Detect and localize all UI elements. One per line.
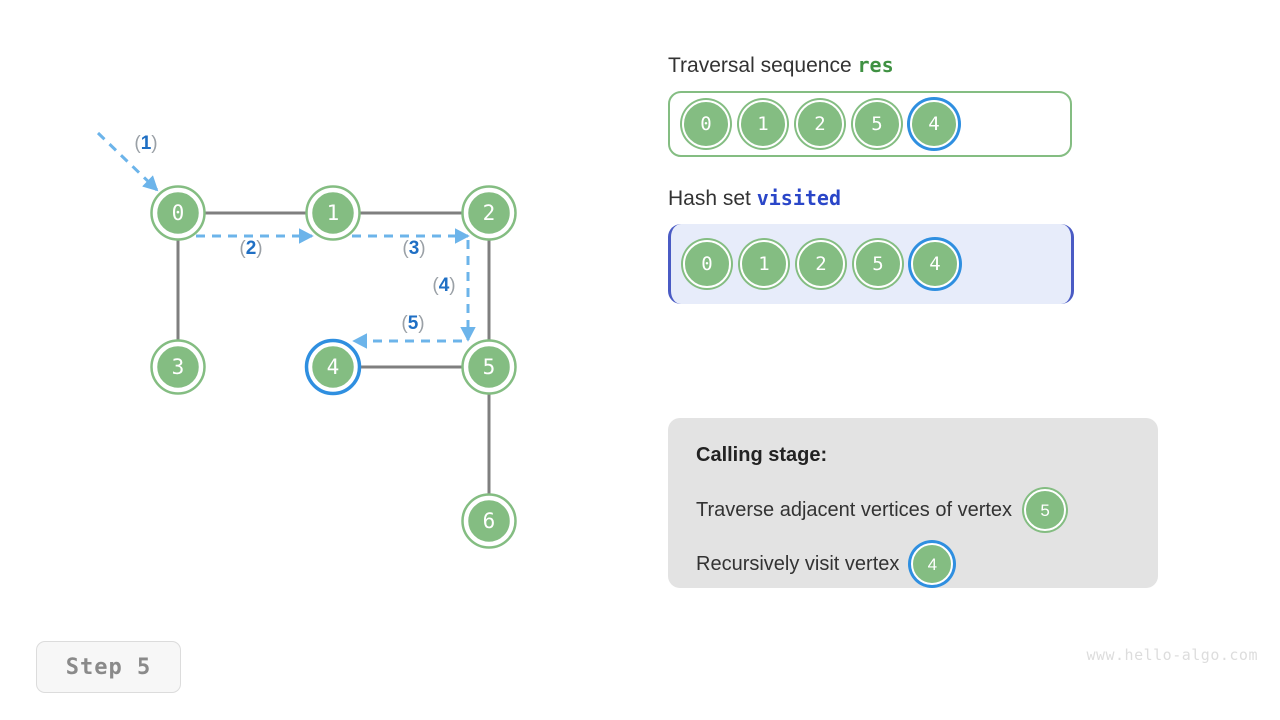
node-body (465, 343, 513, 391)
calling-stage-panel: Calling stage: Traverse adjacent vertice… (668, 418, 1158, 588)
traversal-label-layer: (1) (2) (3) (4) (5) (134, 133, 455, 334)
node-body (465, 497, 513, 545)
traversal-arrow-1 (96, 131, 159, 192)
node-label: 4 (327, 355, 340, 379)
res-item-0: 0 (682, 100, 730, 148)
traversal-step-label-2: (2) (239, 238, 262, 259)
visited-title: Hash set visited (668, 185, 1268, 212)
calling-stage-line-0: Traverse adjacent vertices of vertex 5 (696, 489, 1158, 531)
visited-title-text: Hash set (668, 187, 751, 210)
res-title-text: Traversal sequence (668, 54, 852, 77)
node-outer-ring (461, 339, 517, 395)
node-label: 0 (172, 201, 185, 225)
calling-stage-line-text: Traverse adjacent vertices of vertex (696, 499, 1013, 521)
visited-item-4: 4 (911, 240, 959, 288)
res-title: Traversal sequence res (668, 52, 1268, 79)
step-badge-label: Step 5 (65, 654, 152, 680)
node-label: 1 (327, 201, 340, 225)
watermark: www.hello-algo.com (1086, 646, 1258, 664)
node-label: 6 (483, 509, 496, 533)
res-item-3: 5 (853, 100, 901, 148)
graph-node-2: 2 (461, 185, 517, 241)
calling-stage-title: Calling stage: (696, 444, 828, 466)
node-body (154, 343, 202, 391)
visited-item-0: 0 (683, 240, 731, 288)
visited-variable-name: visited (756, 186, 842, 210)
graph-node-6: 6 (461, 493, 517, 549)
node-body (309, 343, 357, 391)
res-variable-name: res (857, 53, 894, 77)
calling-stage-line-1: Recursively visit vertex 4 (696, 543, 1158, 585)
traversal-step-label-4: (4) (432, 275, 455, 296)
traversal-step-label-3: (3) (402, 238, 425, 259)
node-outer-ring (150, 185, 206, 241)
node-label: 3 (172, 355, 185, 379)
node-outer-ring (304, 338, 362, 396)
node-layer: 0 1 2 3 4 5 6 (150, 185, 517, 549)
node-body (465, 189, 513, 237)
watermark-text: www.hello-algo.com (1086, 646, 1258, 664)
graph-node-3: 3 (150, 339, 206, 395)
visited-item-1: 1 (740, 240, 788, 288)
step-badge: Step 5 (36, 641, 181, 693)
graph-node-5: 5 (461, 339, 517, 395)
node-outer-ring (305, 185, 361, 241)
res-item-1: 1 (739, 100, 787, 148)
node-label: 5 (483, 355, 496, 379)
edge-layer (176, 211, 491, 494)
graph-node-0: 0 (150, 185, 206, 241)
visited-item-3: 5 (854, 240, 902, 288)
node-outer-ring (461, 185, 517, 241)
node-outer-ring (461, 493, 517, 549)
calling-stage-vertex-badge: 5 (1024, 489, 1067, 531)
calling-stage-vertex-badge: 4 (911, 543, 954, 585)
graph-canvas: 0 1 2 3 4 5 6 (1) (2) (3) (4) (5) (96, 131, 517, 549)
traversal-step-label-1: (1) (134, 133, 157, 154)
res-item-2: 2 (796, 100, 844, 148)
traversal-step-label-5: (5) (401, 313, 424, 334)
visited-item-2: 2 (797, 240, 845, 288)
graph-node-1: 1 (305, 185, 361, 241)
res-item-4: 4 (910, 100, 958, 148)
node-outer-ring (150, 339, 206, 395)
calling-stage-line-text: Recursively visit vertex (696, 553, 900, 575)
graph-diagram: 0 1 2 3 4 5 6 (1) (2) (3) (4) (5) (0, 0, 640, 640)
node-body (309, 189, 357, 237)
node-body (154, 189, 202, 237)
traversal-arrow-layer (96, 131, 476, 349)
node-label: 2 (483, 201, 496, 225)
graph-node-4: 4 (304, 338, 362, 396)
